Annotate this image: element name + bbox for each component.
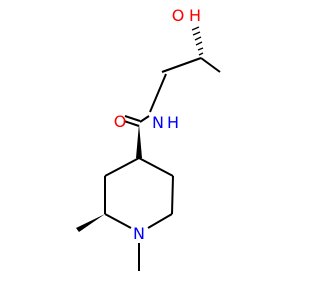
bond-ring-c3-c4 <box>104 157 140 177</box>
bond-ring-c6-n1 <box>147 213 173 229</box>
amide-oxygen-label: O <box>114 112 127 131</box>
amide-hydrogen-label: H <box>167 113 179 132</box>
wedge-bond-ring-methyl <box>76 214 105 232</box>
atom-label-group: O H N H O N <box>114 6 201 243</box>
hashed-wedge-bond-hydroxyl <box>191 26 204 56</box>
bond-carbonyl-double-2 <box>123 120 140 127</box>
bond-chiral-carbon-methyl <box>200 57 221 73</box>
molecule-canvas: O H N H O N <box>76 6 221 271</box>
bond-carbonyl-double-1 <box>124 115 141 122</box>
bond-group <box>104 57 221 271</box>
bond-ring-c4-c5 <box>138 157 174 177</box>
chemical-structure-diagram: O H N H O N <box>76 6 221 271</box>
stereo-bond-group <box>76 26 204 232</box>
hydroxyl-oxygen-label: O <box>172 6 185 25</box>
bond-ring-c5-c6 <box>171 175 174 215</box>
hydroxyl-hydrogen-label: H <box>189 6 201 25</box>
bond-amide-n-to-carbonyl <box>139 115 150 123</box>
wedge-bond-carbonyl-to-ring <box>136 124 142 158</box>
bond-ch2-to-chiral-carbon <box>161 57 202 73</box>
ring-nitrogen-label: N <box>133 224 145 243</box>
amide-nitrogen-label: N <box>152 113 164 132</box>
bond-ring-n1-c2 <box>104 213 132 229</box>
bond-amide-n-to-ch2 <box>149 73 167 113</box>
